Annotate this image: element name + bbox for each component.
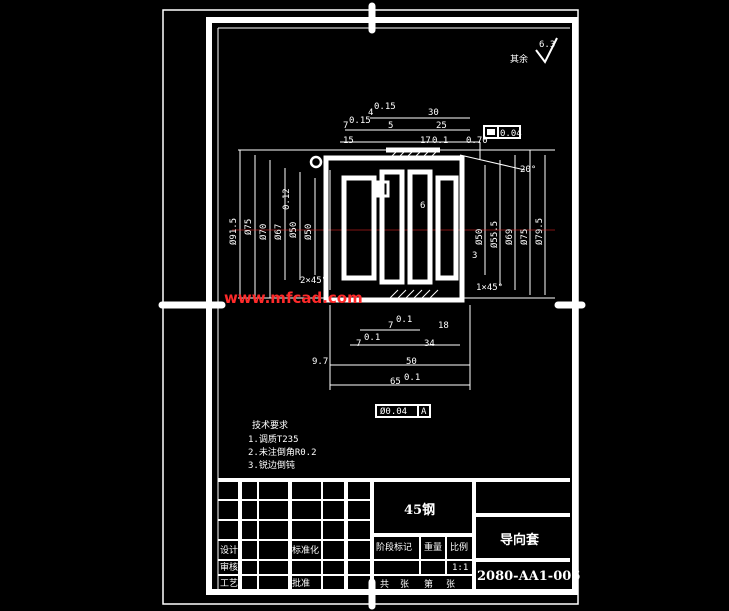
svg-text:Ø79.5: Ø79.5 bbox=[534, 218, 545, 245]
inner-mark-6: 6 bbox=[420, 201, 425, 211]
svg-text:Ø67: Ø67 bbox=[273, 224, 284, 240]
svg-text:7: 7 bbox=[356, 339, 361, 349]
stage-mark-header: 阶段标记 bbox=[376, 541, 412, 553]
footer-sheets-2: 张 bbox=[446, 579, 455, 590]
svg-text:0.15: 0.15 bbox=[349, 116, 371, 126]
part-section bbox=[309, 147, 465, 303]
weight-header: 重量 bbox=[424, 541, 442, 553]
roughness-note: 其余 bbox=[510, 53, 528, 65]
svg-text:4: 4 bbox=[368, 108, 373, 118]
footer-index: 第 bbox=[424, 578, 433, 590]
svg-text:0.70: 0.70 bbox=[466, 136, 488, 146]
svg-text:Ø50: Ø50 bbox=[288, 222, 299, 238]
svg-text:34: 34 bbox=[424, 339, 435, 349]
part-name: 导向套 bbox=[500, 532, 540, 548]
drawing-number: 2080-AA1-006 bbox=[477, 569, 580, 584]
tolerance-frame: 0.04 bbox=[483, 125, 522, 139]
svg-text:15: 15 bbox=[343, 136, 354, 146]
top-dimension-labels: 4 0.15 30 7 0.15 5 25 15 17 0.1 0.70 bbox=[343, 102, 488, 146]
section-hatching bbox=[387, 149, 439, 301]
svg-text:30: 30 bbox=[428, 108, 439, 118]
svg-text:17: 17 bbox=[420, 136, 431, 146]
bottom-dimension-labels: 7 0.1 18 7 0.1 34 9.7 50 65 0.1 bbox=[312, 315, 449, 387]
svg-text:5: 5 bbox=[388, 121, 393, 131]
watermark-text: www.mfcad.com bbox=[224, 289, 363, 307]
svg-text:18: 18 bbox=[438, 321, 449, 331]
side-label-approve: 批准 bbox=[292, 577, 310, 589]
left-dimension-labels: Ø91.5 Ø75 Ø70 Ø67 Ø50 0.12 Ø50 bbox=[228, 188, 314, 245]
svg-text:0.12: 0.12 bbox=[282, 188, 292, 210]
svg-text:7: 7 bbox=[343, 121, 348, 131]
side-label-design: 设计 bbox=[220, 544, 238, 556]
svg-text:0.1: 0.1 bbox=[432, 136, 448, 146]
chamfer-right: 1×45° bbox=[476, 283, 503, 293]
tech-note-2: 2.未注倒角R0.2 bbox=[248, 446, 317, 458]
tech-notes-title: 技术要求 bbox=[252, 419, 288, 431]
footer-total: 共 bbox=[380, 579, 389, 590]
svg-text:Ø50: Ø50 bbox=[474, 229, 485, 245]
svg-text:Ø50: Ø50 bbox=[303, 224, 314, 240]
svg-text:0.1: 0.1 bbox=[396, 315, 412, 325]
svg-text:Ø69: Ø69 bbox=[504, 229, 515, 245]
inner-mark-3: 3 bbox=[472, 251, 477, 261]
roughness-value: 6.3 bbox=[539, 40, 555, 50]
svg-text:Ø75: Ø75 bbox=[519, 229, 530, 245]
scale-header: 比例 bbox=[450, 541, 468, 553]
tech-note-3: 3.锐边倒钝 bbox=[248, 459, 295, 471]
tolerance-value: 0.04 bbox=[500, 129, 522, 139]
datum-frame: Ø0.04 A bbox=[375, 404, 431, 418]
svg-text:0.1: 0.1 bbox=[404, 373, 420, 383]
right-dimension-labels: Ø50 Ø55.5 Ø69 Ø75 Ø79.5 20° bbox=[474, 165, 545, 248]
svg-text:9.7: 9.7 bbox=[312, 357, 328, 367]
dimension-lines bbox=[238, 117, 555, 390]
svg-text:Ø70: Ø70 bbox=[258, 224, 269, 240]
svg-text:Ø75: Ø75 bbox=[243, 219, 254, 235]
svg-text:50: 50 bbox=[406, 357, 417, 367]
svg-text:7: 7 bbox=[388, 321, 393, 331]
svg-text:25: 25 bbox=[436, 121, 447, 131]
svg-text:0.15: 0.15 bbox=[374, 102, 396, 112]
title-block bbox=[218, 478, 570, 590]
datum-value: Ø0.04 bbox=[380, 406, 407, 417]
technical-notes: 技术要求 1.调质T235 2.未注倒角R0.2 3.锐边倒钝 bbox=[248, 419, 317, 471]
svg-text:0.1: 0.1 bbox=[364, 333, 380, 343]
side-label-process: 工艺 bbox=[220, 578, 238, 589]
side-label-standard: 标准化 bbox=[292, 544, 319, 556]
roughness-symbol: 其余 6.3 bbox=[510, 37, 558, 65]
chamfer-left: 2×45° bbox=[300, 276, 327, 286]
scale-value: 1:1 bbox=[452, 563, 468, 573]
svg-text:Ø91.5: Ø91.5 bbox=[228, 218, 239, 245]
svg-text:Ø55.5: Ø55.5 bbox=[489, 221, 500, 248]
footer-sheets-1: 张 bbox=[400, 579, 409, 590]
datum-letter: A bbox=[421, 407, 427, 417]
svg-text:20°: 20° bbox=[520, 165, 536, 175]
material-label: 45钢 bbox=[404, 502, 435, 518]
tech-note-1: 1.调质T235 bbox=[248, 433, 299, 445]
svg-text:65: 65 bbox=[390, 377, 401, 387]
side-label-review: 审核 bbox=[220, 561, 238, 573]
